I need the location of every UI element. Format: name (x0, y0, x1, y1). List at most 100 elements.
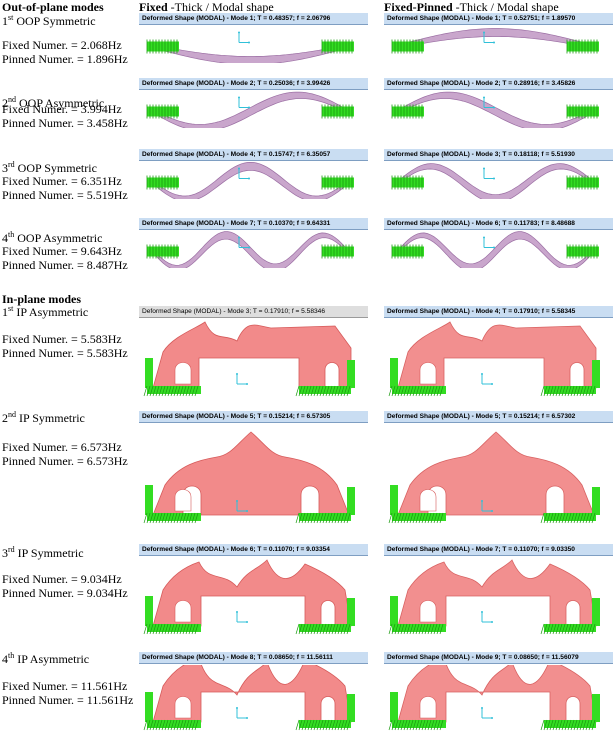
oop-mode-title-3: 3rd OOP Symmetric (2, 160, 97, 175)
deformed-shape-caption: Deformed Shape (MODAL) - Mode 7; T = 0.1… (384, 544, 613, 556)
oop-fixed-panel-1: Deformed Shape (MODAL) - Mode 1; T = 0.4… (139, 13, 368, 63)
support-icon (321, 39, 354, 54)
pinned-numeric-frequency: Pinned Numer. = 11.561Hz (2, 693, 134, 707)
arch-opening (174, 362, 192, 385)
support-icon (143, 485, 355, 524)
deformed-shape-caption: Deformed Shape (MODAL) - Mode 7; T = 0.1… (139, 218, 368, 230)
deformed-shape-caption: Deformed Shape (MODAL) - Mode 6; T = 0.1… (384, 218, 613, 230)
deformed-ribbon (397, 231, 594, 268)
support-icon (391, 39, 424, 54)
fixed-numeric-frequency: Fixed Numer. = 6.573Hz (2, 440, 122, 454)
deformed-arch (397, 431, 595, 516)
support-icon (391, 175, 424, 190)
deformed-ribbon (397, 163, 594, 199)
deformed-shape-caption: Deformed Shape (MODAL) - Mode 2; T = 0.2… (139, 78, 368, 90)
fixed-column-header: Fixed -Thick / Modal shape (139, 0, 274, 14)
deformed-shape-plot (388, 665, 600, 731)
coordinate-axes-icon (238, 96, 250, 109)
oop-fixed-panel-4: Deformed Shape (MODAL) - Mode 7; T = 0.1… (139, 218, 368, 268)
deformed-shape-caption: Deformed Shape (MODAL) - Mode 9; T = 0.0… (384, 652, 613, 664)
deformed-arch (397, 559, 597, 627)
coordinate-axes-icon (236, 373, 248, 385)
coordinate-axes-icon (483, 96, 495, 109)
oop-fixed-pinned-panel-4: Deformed Shape (MODAL) - Mode 6; T = 0.1… (384, 218, 613, 268)
ip-fixed-panel-2: Deformed Shape (MODAL) - Mode 5; T = 0.1… (139, 411, 368, 537)
out-of-plane-heading: Out-of-plane modes (2, 0, 104, 14)
coordinate-axes-icon (238, 31, 250, 44)
pinned-numeric-frequency: Pinned Numer. = 6.573Hz (2, 454, 128, 468)
arch-opening (419, 362, 437, 385)
deformed-arch (397, 321, 597, 389)
deformed-shape-plot (391, 91, 599, 128)
ip-mode-title-2: 2nd IP Symmetric (2, 410, 85, 425)
deformed-ribbon (397, 28, 594, 49)
ip-mode-title-3: 3rd IP Symmetric (2, 545, 84, 560)
in-plane-heading: In-plane modes (2, 292, 82, 306)
pinned-numeric-frequency: Pinned Numer. = 5.583Hz (2, 346, 128, 360)
ip-fixed-panel-1: Deformed Shape (MODAL) - Mode 3; T = 0.1… (139, 306, 368, 410)
deformed-shape-plot (146, 91, 354, 128)
support-icon (321, 244, 354, 259)
coordinate-axes-icon (481, 373, 493, 385)
deformed-shape-caption: Deformed Shape (MODAL) - Mode 1; T = 0.5… (384, 13, 613, 25)
oop-mode-title-2: 2nd OOP Asymmetric (2, 95, 105, 110)
deformed-arch (397, 665, 597, 723)
ip-fixed-panel-4: Deformed Shape (MODAL) - Mode 8; T = 0.0… (139, 652, 368, 744)
deformed-arch (152, 321, 352, 389)
oop-fixed-panel-3: Deformed Shape (MODAL) - Mode 4; T = 0.1… (139, 149, 368, 199)
deformed-shape-plot (143, 321, 355, 397)
fixed-numeric-frequency: Fixed Numer. = 6.351Hz (2, 174, 122, 188)
deformed-ribbon (152, 231, 349, 268)
arch-opening (174, 489, 192, 512)
deformed-ribbon (152, 91, 349, 128)
deformed-shape-plot (143, 431, 355, 524)
deformed-arch (152, 559, 352, 627)
deformed-arch (152, 665, 352, 723)
support-icon (146, 104, 179, 119)
coordinate-axes-icon (236, 500, 248, 512)
fixed-numeric-frequency: Fixed Numer. = 9.643Hz (2, 244, 122, 258)
support-icon (566, 104, 599, 119)
support-icon (388, 596, 600, 635)
deformed-arch (152, 431, 350, 516)
coordinate-axes-icon (238, 236, 250, 249)
support-icon (566, 39, 599, 54)
deformed-shape-caption: Deformed Shape (MODAL) - Mode 4; T = 0.1… (139, 149, 368, 161)
arch-opening (419, 696, 437, 719)
support-icon (566, 244, 599, 259)
coordinate-axes-icon (236, 611, 248, 623)
support-icon (321, 175, 354, 190)
deformed-shape-caption: Deformed Shape (MODAL) - Mode 3; T = 0.1… (139, 306, 368, 318)
ip-fixed-panel-3: Deformed Shape (MODAL) - Mode 6; T = 0.1… (139, 544, 368, 648)
coordinate-axes-icon (483, 167, 495, 180)
deformed-shape-plot (146, 31, 354, 63)
pinned-numeric-frequency: Pinned Numer. = 8.487Hz (2, 258, 128, 272)
coordinate-axes-icon (236, 707, 248, 719)
oop-mode-title-1: 1st OOP Symmetric (2, 13, 96, 28)
ip-mode-title-4: 4th IP Asymmetric (2, 651, 90, 666)
fixed-numeric-frequency: Fixed Numer. = 11.561Hz (2, 679, 128, 693)
support-icon (391, 244, 424, 259)
fixed-pinned-column-header: Fixed-Pinned -Thick / Modal shape (384, 0, 559, 14)
deformed-shape-caption: Deformed Shape (MODAL) - Mode 1; T = 0.4… (139, 13, 368, 25)
coordinate-axes-icon (483, 31, 495, 44)
ip-fixed-pinned-panel-2: Deformed Shape (MODAL) - Mode 5; T = 0.1… (384, 411, 613, 537)
support-icon (146, 244, 179, 259)
coordinate-axes-icon (238, 167, 250, 180)
deformed-shape-plot (143, 665, 355, 731)
support-icon (391, 104, 424, 119)
deformed-shape-caption: Deformed Shape (MODAL) - Mode 2; T = 0.2… (384, 78, 613, 90)
fixed-numeric-frequency: Fixed Numer. = 2.068Hz (2, 38, 122, 52)
coordinate-axes-icon (483, 236, 495, 249)
arch-opening (174, 696, 192, 719)
deformed-shape-caption: Deformed Shape (MODAL) - Mode 5; T = 0.1… (139, 411, 368, 423)
pinned-numeric-frequency: Pinned Numer. = 3.458Hz (2, 116, 128, 130)
support-icon (146, 175, 179, 190)
deformed-shape-caption: Deformed Shape (MODAL) - Mode 3; T = 0.1… (384, 149, 613, 161)
deformed-shape-plot (391, 163, 599, 199)
support-icon (388, 485, 600, 524)
oop-fixed-pinned-panel-1: Deformed Shape (MODAL) - Mode 1; T = 0.5… (384, 13, 613, 63)
